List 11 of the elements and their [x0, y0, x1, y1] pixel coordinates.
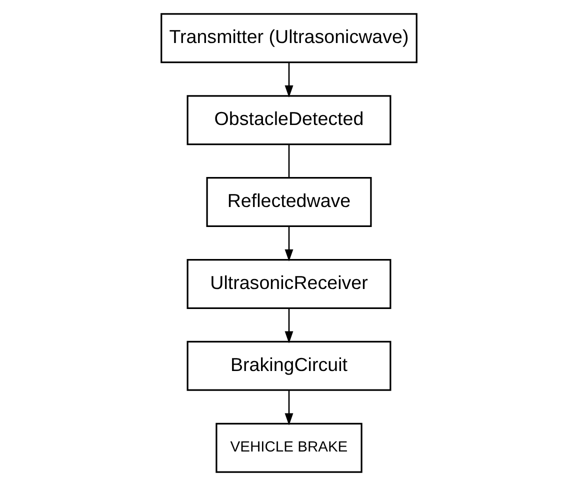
node-box: VEHICLE BRAKE	[216, 422, 362, 473]
arrow	[284, 226, 294, 262]
connector	[288, 144, 290, 178]
node-box: Reflectedwave	[206, 177, 372, 228]
node-box: BrakingCircuit	[186, 340, 392, 391]
arrow	[284, 390, 294, 426]
arrow	[284, 62, 294, 98]
node-box: UltrasonicReceiver	[186, 259, 392, 309]
node-box: ObstacleDetected	[186, 95, 392, 146]
node-box: Transmitter (Ultrasonicwave)	[160, 13, 418, 64]
arrow	[284, 308, 294, 344]
